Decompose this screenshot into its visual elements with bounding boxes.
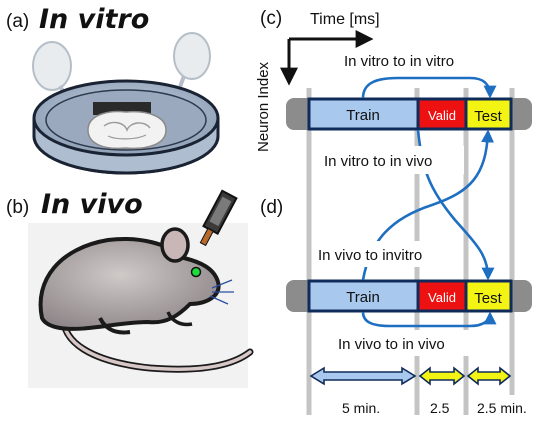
time-axis-label: Time [ms]: [310, 11, 380, 28]
arrow-vivo-to-vivo: [361, 311, 497, 328]
duration-valid: 2.5: [418, 366, 466, 419]
petri-dish-illustration: [32, 32, 220, 175]
panel-b-letter: (b): [6, 197, 29, 218]
arrow-vitro-to-vitro: [361, 76, 497, 99]
label-vitro-to-vivo: In vitro to in vivo: [324, 153, 432, 170]
duration-test: 2.5 min.: [466, 366, 542, 419]
label-vivo-to-vivo-box: In vivo to in vivo: [332, 330, 474, 356]
vivo-valid-label: Valid: [428, 290, 456, 305]
label-vitro-to-vivo-box: In vitro to in vivo: [318, 146, 464, 174]
duration-train-label: 5 min.: [342, 400, 380, 416]
duration-test-label: 2.5 min.: [477, 400, 527, 416]
duration-valid-arrow: [418, 366, 466, 386]
duration-valid-label: 2.5: [430, 400, 450, 416]
vitro-train-segment: [307, 97, 420, 131]
panel-c-letter: (c): [260, 8, 282, 29]
neuron-axis-label: Neuron Index: [255, 61, 272, 152]
rat-eye: [190, 266, 202, 278]
rat-front-leg: [166, 311, 193, 327]
duration-train: 5 min.: [309, 366, 417, 419]
rat-whiskers: [209, 279, 234, 305]
rat-hind-leg: [98, 317, 131, 335]
right-electrode-bulb: [173, 32, 211, 80]
label-vivo-to-vitro: In vivo to invitro: [318, 247, 422, 264]
vitro-train-label: Train: [346, 107, 380, 124]
duration-train-arrow: [309, 366, 417, 386]
vivo-test-segment: [464, 279, 513, 313]
left-electrode-bulb: [32, 41, 72, 91]
panel-b-title: In vivo: [41, 189, 143, 220]
vivo-train-label: Train: [346, 289, 380, 306]
label-vivo-to-vivo: In vivo to in vivo: [338, 336, 445, 353]
vivo-recording-track: Train Valid Test: [286, 279, 532, 313]
panel-d-letter: (d): [260, 197, 283, 218]
recording-probe: [199, 189, 238, 247]
rat-ear: [160, 227, 190, 263]
vivo-test-label: Test: [474, 290, 502, 307]
vitro-valid-label: Valid: [428, 108, 456, 123]
label-vitro-to-vitro-box: In vitro to in vitro: [340, 49, 492, 71]
panel-a-title: In vitro: [39, 4, 149, 35]
vitro-test-label: Test: [474, 108, 502, 125]
duration-test-arrow: [466, 366, 512, 386]
vitro-valid-segment: [416, 97, 468, 131]
vitro-test-segment: [464, 97, 513, 131]
label-vivo-to-vitro-box: In vivo to invitro: [312, 241, 458, 267]
rat-illustration: [28, 189, 254, 388]
label-vitro-to-vitro: In vitro to in vitro: [344, 53, 454, 70]
vitro-recording-track: Train Valid Test: [286, 97, 532, 131]
panel-a-letter: (a): [6, 11, 29, 32]
